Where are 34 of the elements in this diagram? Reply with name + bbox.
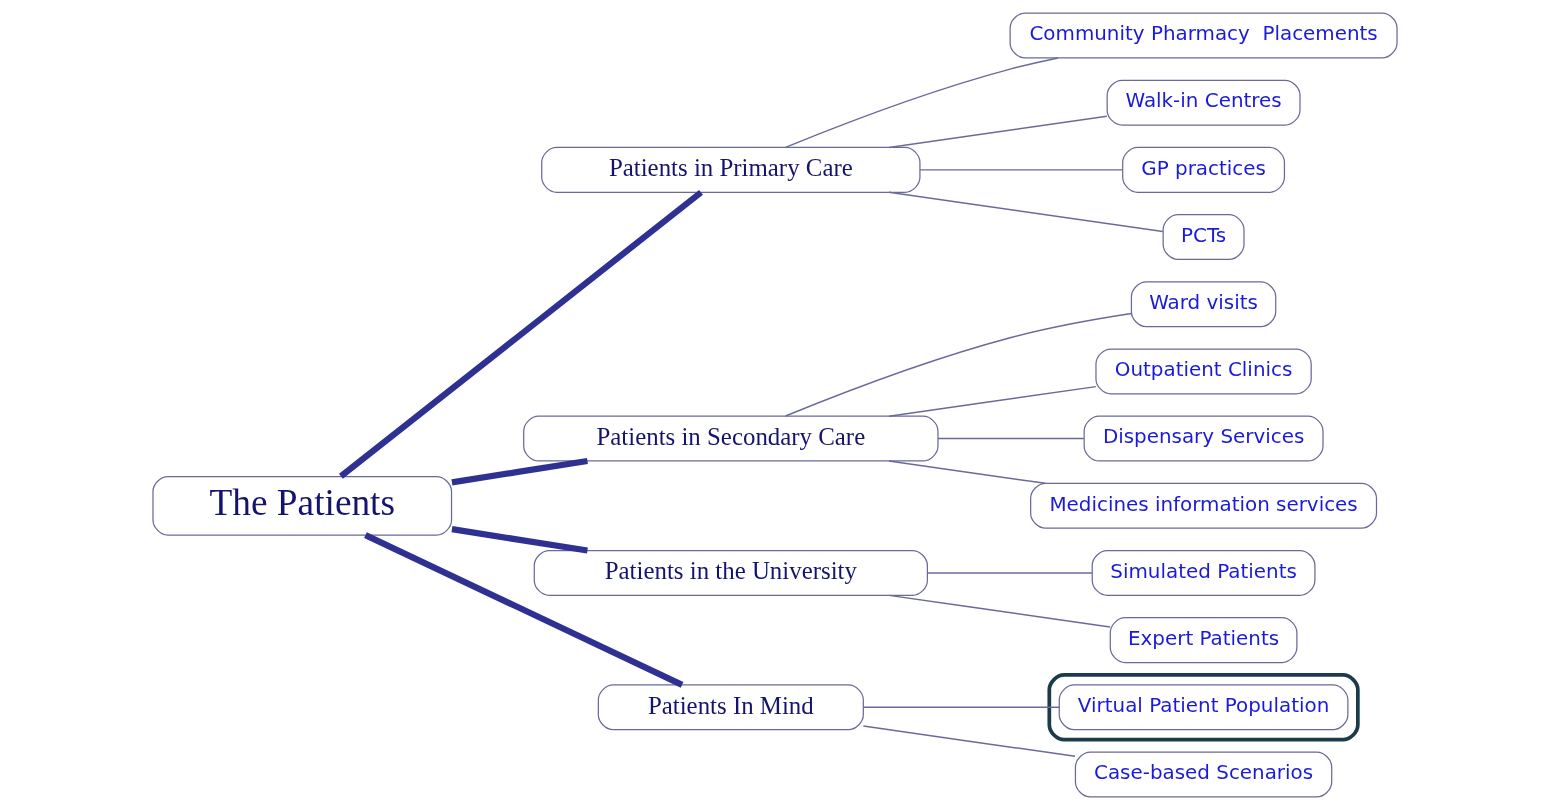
connector	[888, 594, 1111, 628]
node-box: Community Pharmacy Placements	[1009, 12, 1398, 59]
node-box: Patients in Primary Care	[541, 146, 921, 193]
connector	[784, 312, 1133, 417]
connector	[784, 57, 1059, 149]
connector	[364, 532, 684, 688]
connector	[919, 169, 1124, 171]
node-box: Dispensary Services	[1083, 415, 1324, 462]
node-box: Case-based Scenarios	[1074, 751, 1333, 798]
connector	[451, 457, 588, 486]
node-box: Simulated Patients	[1091, 549, 1316, 596]
node-box: Virtual Patient Population	[1058, 684, 1349, 731]
connector	[862, 725, 1076, 758]
connector	[937, 437, 1085, 440]
connector	[888, 115, 1108, 149]
node-box: GP practices	[1122, 146, 1286, 193]
connector	[888, 385, 1097, 417]
node-box: Expert Patients	[1109, 617, 1298, 664]
node-box: Patients In Mind	[597, 684, 864, 731]
connector	[339, 189, 703, 479]
connector	[451, 526, 588, 554]
node-box: Walk-in Centres	[1106, 79, 1301, 126]
connector	[926, 572, 1093, 574]
node-box: Patients in Secondary Care	[523, 415, 939, 462]
connector	[888, 191, 1164, 233]
connector	[888, 460, 1047, 485]
node-box: Ward visits	[1130, 281, 1277, 328]
node-box: Medicines information services	[1030, 482, 1378, 529]
node-box: PCTs	[1162, 214, 1245, 261]
connector	[862, 706, 1060, 709]
node-box: Patients in the University	[533, 549, 928, 596]
node-box: Outpatient Clinics	[1095, 348, 1312, 395]
cluster	[1047, 673, 1360, 742]
node-box: The Patients	[152, 475, 453, 536]
